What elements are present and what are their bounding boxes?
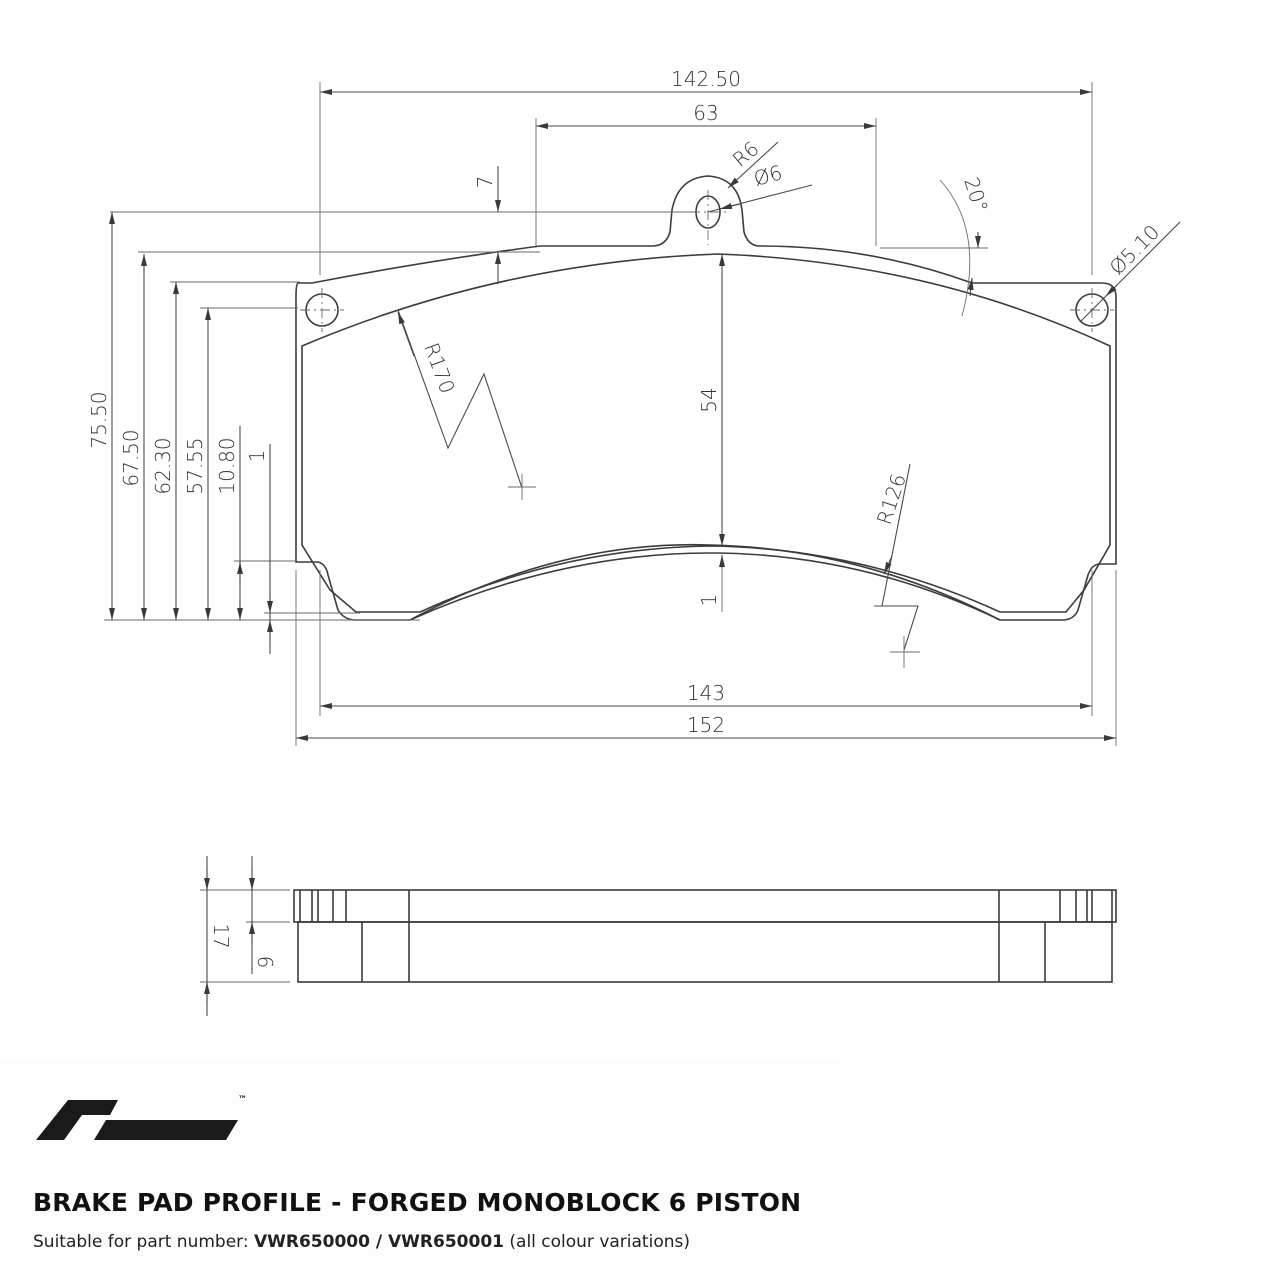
dim-1-left: 1 [245, 450, 269, 463]
front-view: 142.50 63 R6 Ø6 7 20° Ø5.10 R170 [87, 67, 1181, 746]
dim-r170: R170 [419, 340, 459, 397]
friction-material-outline [301, 253, 1111, 613]
part-numbers: VWR650000 / VWR650001 [253, 1232, 504, 1252]
dim-10-80: 10.80 [215, 437, 239, 494]
dim-phi-5-10: Ø5.10 [1105, 220, 1165, 280]
dim-67-50: 67.50 [119, 429, 143, 486]
left-mount-hole [300, 288, 344, 332]
dim-57-55: 57.55 [183, 437, 207, 494]
dim-63: 63 [693, 101, 718, 125]
dim-6: 6 [253, 956, 277, 969]
part-number-line: Suitable for part number: VWR650000 / VW… [33, 1232, 690, 1252]
side-view: 17 6 [200, 856, 1117, 1016]
dim-62-30: 62.30 [151, 437, 175, 494]
dim-1-center: 1 [697, 594, 721, 607]
dim-phi6: Ø6 [751, 160, 785, 191]
dim-20deg: 20° [959, 174, 993, 215]
footer-area [0, 1060, 840, 1280]
dim-142-50: 142.50 [671, 67, 741, 91]
dim-r126: R126 [872, 471, 911, 528]
dim-143: 143 [687, 681, 725, 705]
dim-75-50: 75.50 [87, 391, 111, 448]
page-title: BRAKE PAD PROFILE - FORGED MONOBLOCK 6 P… [33, 1188, 802, 1217]
brake-pad-technical-drawing: 142.50 63 R6 Ø6 7 20° Ø5.10 R170 [87, 67, 1181, 1016]
dim-17: 17 [209, 923, 233, 948]
dim-7: 7 [473, 176, 497, 189]
trademark-symbol: ™ [238, 1095, 247, 1105]
dim-152: 152 [687, 713, 725, 737]
tab-hole [690, 190, 726, 245]
subtitle-prefix: Suitable for part number: [33, 1232, 254, 1252]
friction-inner-edge [409, 552, 1001, 621]
subtitle-suffix: (all colour variations) [503, 1232, 690, 1252]
dim-54: 54 [697, 387, 721, 412]
racingline-logo-icon: ™ [36, 1095, 247, 1140]
